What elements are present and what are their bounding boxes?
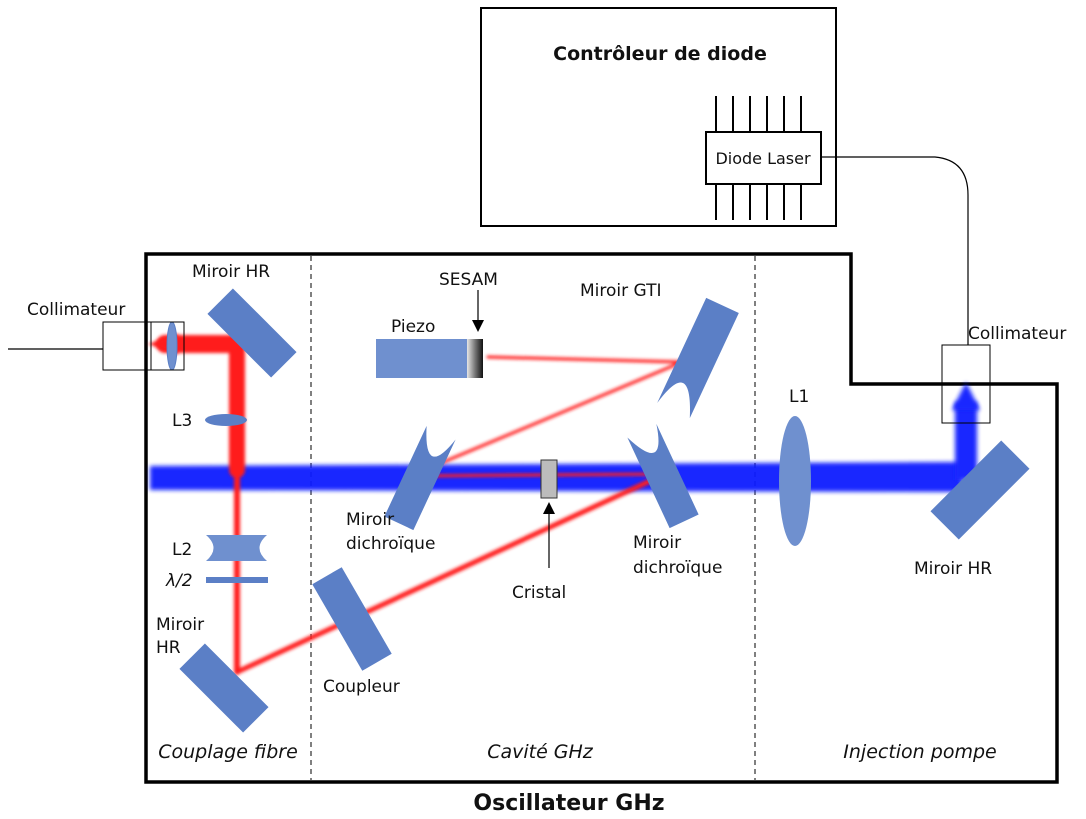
- half-wave-plate: [206, 577, 268, 583]
- diode-pins: [715, 96, 802, 220]
- piezo: [376, 339, 467, 378]
- label-miroir-hr-bottom-2: HR: [156, 638, 181, 658]
- label-miroir-dichroique-left-2: dichroïque: [346, 534, 435, 554]
- label-cristal: Cristal: [512, 583, 566, 603]
- label-coupleur: Coupleur: [323, 677, 400, 697]
- label-half-wave: λ/2: [165, 571, 193, 591]
- label-miroir-gti: Miroir GTI: [580, 281, 662, 301]
- oscillator-title: Oscillateur GHz: [473, 791, 664, 814]
- miroir-hr-bottom: [179, 643, 269, 733]
- cristal-pointer-arrow: [543, 502, 555, 514]
- cristal: [540, 459, 558, 499]
- label-l1: L1: [789, 387, 809, 407]
- section-label-injection-pompe: Injection pompe: [843, 741, 996, 763]
- label-miroir-dichroique-right-2: dichroïque: [633, 558, 722, 578]
- miroir-gti: [657, 297, 739, 419]
- label-miroir-hr-bottom-1: Miroir: [156, 615, 204, 635]
- miroir-dichroique-left: [384, 425, 456, 531]
- miroir-hr-top: [207, 288, 297, 378]
- coupleur: [312, 567, 392, 671]
- lens-l2: [206, 535, 267, 561]
- label-l3: L3: [172, 411, 192, 431]
- miroir-hr-right: [930, 440, 1030, 540]
- section-label-couplage-fibre: Couplage fibre: [158, 741, 298, 763]
- label-collimateur-right: Collimateur: [968, 324, 1066, 344]
- lens-l3: [205, 414, 247, 426]
- miroir-dichroique-right: [627, 423, 699, 529]
- collimator-left-mount: [150, 321, 185, 371]
- collimator-left: [102, 321, 152, 371]
- controller-box: [480, 7, 837, 227]
- label-l2: L2: [172, 540, 192, 560]
- label-miroir-dichroique-right-1: Miroir: [633, 533, 681, 553]
- label-miroir-hr-top: Miroir HR: [192, 262, 270, 282]
- label-sesam: SESAM: [439, 270, 498, 290]
- label-piezo: Piezo: [391, 317, 435, 337]
- diode-laser-label: Diode Laser: [715, 149, 811, 168]
- controller-title: Contrôleur de diode: [553, 43, 767, 65]
- collimator-left-lens: [166, 321, 178, 371]
- pump-fiber: [821, 156, 969, 345]
- label-miroir-dichroique-left-1: Miroir: [346, 510, 394, 530]
- red-laser-beam: [156, 332, 684, 675]
- oscillator-enclosure: [144, 252, 1059, 784]
- diode-laser-chip: [705, 131, 822, 185]
- label-miroir-hr-right: Miroir HR: [914, 559, 992, 579]
- lens-l1: [779, 416, 811, 546]
- sesam-pointer-arrow: [472, 320, 484, 332]
- label-collimateur-left: Collimateur: [27, 300, 125, 320]
- sesam: [467, 339, 483, 378]
- section-label-cavite-ghz: Cavité GHz: [487, 741, 594, 763]
